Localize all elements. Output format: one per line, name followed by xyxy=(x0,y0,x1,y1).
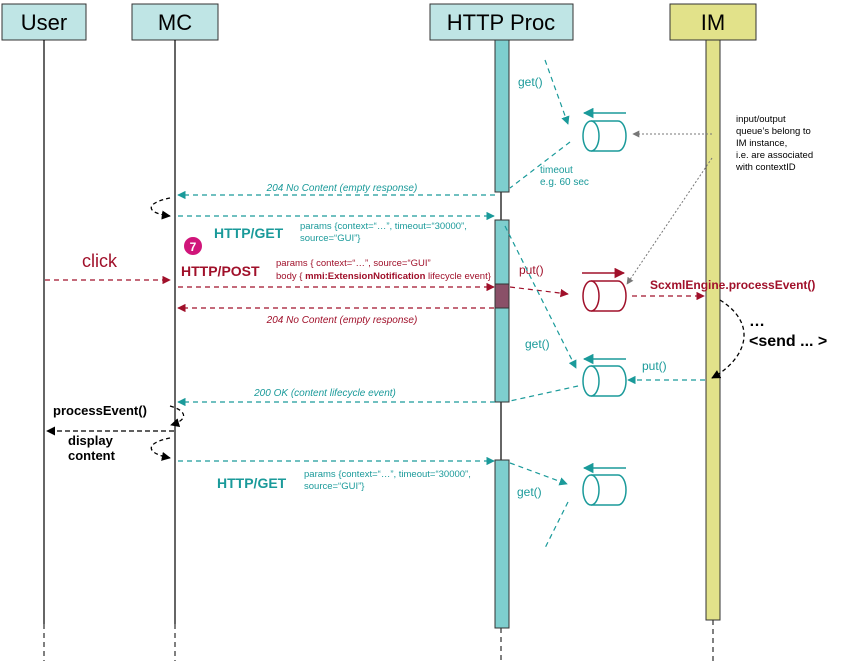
label-ok-200: 200 OK (content lifecycle event) xyxy=(253,388,396,399)
http-activation-2 xyxy=(494,219,510,403)
label-put-2: put() xyxy=(642,359,667,373)
queue-cylinder-post xyxy=(582,267,627,312)
queue-cylinder-3 xyxy=(582,462,627,506)
label-params-get-2a: params {context=“…”, timeout=“30000”, xyxy=(304,469,471,480)
queue-cylinder-1 xyxy=(582,107,627,152)
participant-im: IM xyxy=(669,3,757,41)
label-process-event: processEvent() xyxy=(53,403,147,418)
label-get-2: get() xyxy=(525,337,550,351)
label-send: <send ... > xyxy=(749,333,827,350)
label-params-post-b: body { mmi:ExtensionNotification lifecyc… xyxy=(276,271,491,282)
participant-mc: MC xyxy=(131,3,219,41)
arrow-put-1 xyxy=(509,286,569,298)
queue-note: input/output queue’s belong to IM instan… xyxy=(735,114,813,173)
http-activation-3 xyxy=(494,459,510,629)
participant-mc-label: MC xyxy=(158,10,192,35)
label-timeout-1: timeout xyxy=(540,165,573,176)
mc-self-loop-3 xyxy=(150,437,171,461)
http-activation-1 xyxy=(494,39,510,193)
label-http-get-2: HTTP/GET xyxy=(217,475,287,491)
arrow-timeout-return xyxy=(509,141,571,189)
arrow-get-3 xyxy=(509,462,568,486)
step-badge-number: 7 xyxy=(190,240,197,254)
label-scxml: ScxmlEngine.processEvent() xyxy=(650,278,815,292)
queue-note-line-1: input/output xyxy=(736,114,786,125)
participant-http-proc: HTTP Proc xyxy=(429,3,574,41)
participant-user-label: User xyxy=(21,10,67,35)
label-params-post-a: params { context=“…”, source=“GUI” xyxy=(276,258,431,269)
participant-im-label: IM xyxy=(701,10,725,35)
im-activation-bar xyxy=(705,39,721,621)
step-badge: 7 xyxy=(183,236,203,256)
label-get-3: get() xyxy=(517,485,542,499)
queue-note-line-3: IM instance, xyxy=(736,138,787,149)
label-click: click xyxy=(82,251,118,271)
label-ellipsis: … xyxy=(749,313,765,330)
queue-cylinder-2 xyxy=(582,353,627,397)
mc-self-loop-1 xyxy=(150,197,171,220)
queue-note-line-2: queue’s belong to xyxy=(736,126,811,137)
label-put-1: put() xyxy=(519,263,544,277)
note-pointer-2 xyxy=(626,157,713,285)
label-display-2: content xyxy=(68,448,116,463)
label-params-get-1b: source=“GUI”} xyxy=(300,233,360,244)
arrow-get-3-return xyxy=(544,501,569,549)
label-http-post: HTTP/POST xyxy=(181,263,260,279)
arrow-queue-return xyxy=(509,385,579,402)
http-activation-post xyxy=(494,283,510,309)
queue-note-line-5: with contextID xyxy=(735,162,796,173)
mc-self-loop-2 xyxy=(169,405,185,428)
label-get-1: get() xyxy=(518,75,543,89)
label-display-1: display xyxy=(68,433,114,448)
im-self-loop xyxy=(711,299,745,379)
queue-note-line-4: i.e. are associated xyxy=(736,150,813,161)
label-no-content-1: 204 No Content (empty response) xyxy=(266,183,418,194)
label-no-content-2: 204 No Content (empty response) xyxy=(266,315,418,326)
label-http-get-1: HTTP/GET xyxy=(214,225,284,241)
arrow-get-1 xyxy=(544,59,570,125)
label-params-get-1a: params {context=“…”, timeout=“30000”, xyxy=(300,221,467,232)
participant-user: User xyxy=(1,3,87,41)
label-params-get-2b: source=“GUI”} xyxy=(304,481,364,492)
participant-http-proc-label: HTTP Proc xyxy=(447,10,555,35)
label-timeout-2: e.g. 60 sec xyxy=(540,177,589,188)
